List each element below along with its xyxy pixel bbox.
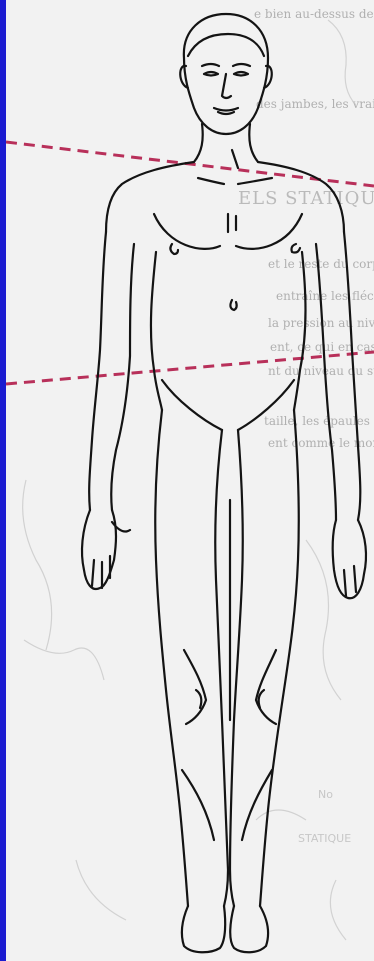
human-figure-illustration [6,0,374,961]
background-sketch [23,20,356,940]
figure-outline [82,14,366,952]
pelvis-level-line [6,352,374,384]
illustration-frame: e bien au-dessus de celle de la des jamb… [6,0,374,961]
